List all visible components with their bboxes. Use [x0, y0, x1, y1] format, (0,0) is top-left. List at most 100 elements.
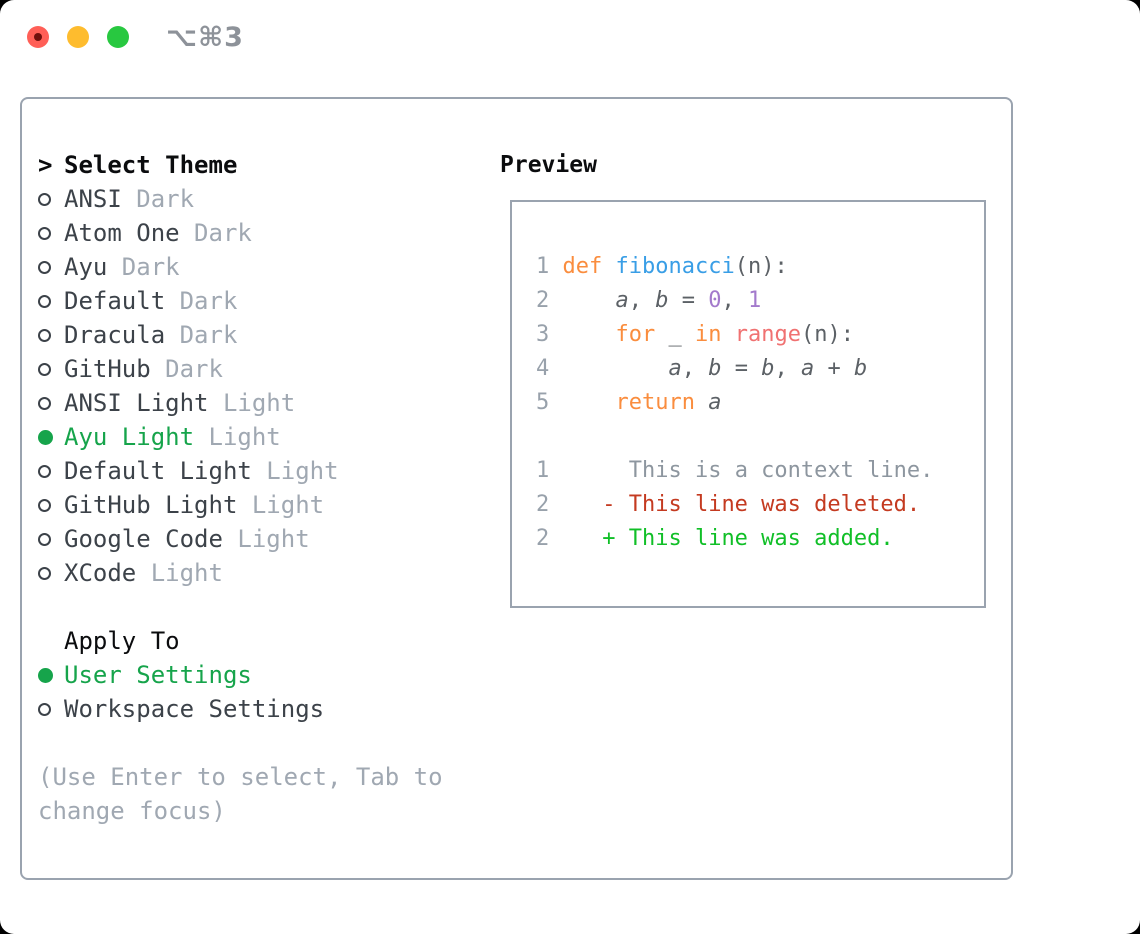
code-token: ,: [628, 288, 656, 313]
code-line: 3 for _ in range(n):: [536, 318, 984, 352]
hint-line-2: change focus): [38, 797, 226, 825]
theme-picker-title: Select Theme: [64, 151, 238, 179]
theme-variant: Dark: [165, 287, 238, 315]
minimize-button[interactable]: [67, 26, 89, 48]
radio-unselected-icon: [38, 702, 51, 716]
theme-picker-header: > Select Theme: [38, 148, 443, 182]
theme-variant: Light: [136, 559, 223, 587]
code-token: a: [668, 356, 682, 381]
code-token: ,: [721, 288, 748, 313]
radio-unselected-icon: [38, 328, 51, 342]
code-line: 2 - This line was deleted.: [536, 488, 984, 522]
code-line: 4 a, b = b, a + b: [536, 352, 984, 386]
apply-option-label: User Settings: [64, 661, 252, 689]
code-token: [549, 254, 562, 279]
code-token: 2: [536, 492, 550, 517]
apply-option-label: Workspace Settings: [64, 695, 325, 723]
theme-option-ayu-dark[interactable]: Ayu Dark: [38, 250, 443, 284]
theme-name: ANSI Light: [64, 389, 209, 417]
code-token: in: [694, 322, 722, 347]
theme-variant: Dark: [121, 185, 195, 213]
code-token: a: [800, 356, 815, 381]
code-token: 1: [536, 458, 550, 483]
theme-name: Dracula: [64, 321, 166, 349]
prompt-icon: >: [38, 151, 53, 179]
theme-variant: Dark: [107, 253, 180, 281]
code-token: (n):: [734, 254, 788, 279]
code-token: [549, 492, 602, 517]
code-token: 2: [536, 288, 550, 313]
theme-name: Atom One: [64, 219, 180, 247]
window-shortcut: ⌥⌘3: [166, 22, 244, 53]
theme-option-github-light-light[interactable]: GitHub Light Light: [38, 488, 443, 522]
theme-variant: Dark: [165, 321, 238, 349]
code-token: +: [814, 356, 854, 381]
theme-name: Google Code: [64, 525, 223, 553]
code-token: =: [668, 288, 709, 313]
theme-option-dracula-dark[interactable]: Dracula Dark: [38, 318, 443, 352]
close-button[interactable]: [27, 26, 49, 48]
theme-option-ayu-light-light[interactable]: Ayu Light Light: [38, 420, 443, 454]
radio-unselected-icon: [38, 260, 51, 274]
theme-option-ansi-dark[interactable]: ANSI Dark: [38, 182, 443, 216]
code-token: - This line was deleted.: [602, 492, 921, 517]
code-token: b: [761, 356, 775, 381]
theme-variant: Light: [222, 525, 310, 553]
code-token: (n):: [800, 322, 854, 347]
theme-option-github-dark[interactable]: GitHub Dark: [38, 352, 443, 386]
code-token: [549, 322, 615, 347]
theme-option-default-light-light[interactable]: Default Light Light: [38, 454, 443, 488]
code-token: 5: [536, 390, 550, 415]
theme-option-ansi-light-light[interactable]: ANSI Light Light: [38, 386, 443, 420]
theme-option-default-dark[interactable]: Default Dark: [38, 284, 443, 318]
theme-option-atom-one-dark[interactable]: Atom One Dark: [38, 216, 443, 250]
theme-variant: Dark: [179, 219, 252, 247]
theme-option-xcode-light[interactable]: XCode Light: [38, 556, 443, 590]
theme-variant: Light: [237, 491, 325, 519]
radio-unselected-icon: [38, 192, 51, 206]
code-line: [536, 420, 984, 454]
radio-unselected-icon: [38, 566, 51, 580]
code-token: =: [721, 356, 762, 381]
spacer-row: [38, 726, 443, 760]
theme-name: Ayu Light: [64, 423, 195, 451]
theme-option-google-code-light[interactable]: Google Code Light: [38, 522, 443, 556]
code-line: 5 return a: [536, 386, 984, 420]
code-token: [549, 356, 668, 381]
theme-name: XCode: [64, 559, 137, 587]
code-token: [695, 390, 708, 415]
radio-selected-icon: [38, 667, 53, 683]
code-line: 2 + This line was added.: [536, 522, 984, 556]
code-token: a: [708, 390, 722, 415]
code-token: 1: [536, 254, 550, 279]
code-token: 0: [708, 288, 722, 313]
code-token: fibonacci: [615, 254, 735, 279]
code-token: ,: [681, 356, 709, 381]
apply-option-workspace-settings[interactable]: Workspace Settings: [38, 692, 443, 726]
radio-selected-icon: [38, 429, 53, 445]
apply-option-user-settings[interactable]: User Settings: [38, 658, 443, 692]
theme-name: GitHub: [64, 355, 151, 383]
titlebar: ⌥⌘3: [0, 0, 1140, 72]
code-token: [549, 526, 602, 551]
close-dot-icon: [34, 33, 42, 41]
code-token: b: [655, 288, 669, 313]
code-token: for: [615, 322, 656, 347]
code-token: 1: [747, 288, 762, 313]
code-token: ,: [774, 356, 801, 381]
theme-name: Ayu: [64, 253, 108, 281]
zoom-button[interactable]: [107, 26, 129, 48]
theme-variant: Light: [208, 389, 296, 417]
code-token: _: [655, 322, 695, 347]
code-token: [549, 390, 615, 415]
code-token: This is a context line.: [628, 458, 934, 483]
code-token: b: [853, 356, 868, 381]
code-token: [549, 458, 628, 483]
radio-unselected-icon: [38, 498, 51, 512]
